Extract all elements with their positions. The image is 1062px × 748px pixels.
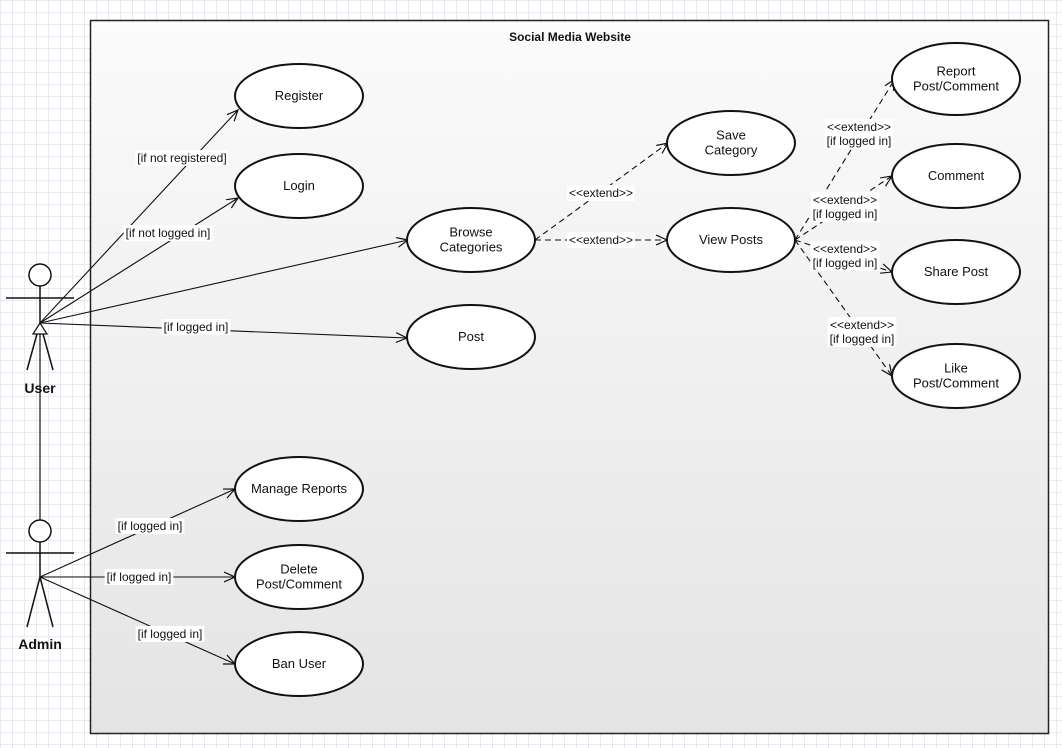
use-case-label: Post/Comment xyxy=(913,376,999,391)
connector-label-text: <<extend>> xyxy=(569,233,633,247)
connector-label-extend-comment: <<extend>>[if logged in] xyxy=(810,192,880,222)
connector-label-text: [if logged in] xyxy=(107,570,172,584)
use-case-label: Comment xyxy=(928,168,985,183)
connector-label-text: [if not logged in] xyxy=(126,226,211,240)
connector-label-text: [if logged in] xyxy=(118,519,183,533)
connector-label-text: <<extend>> xyxy=(813,242,877,256)
connector-label-extend-like: <<extend>>[if logged in] xyxy=(827,317,897,347)
use-case-label: Categories xyxy=(440,240,503,255)
connector-label-text: [if logged in] xyxy=(830,332,895,346)
use-case-label: Register xyxy=(275,88,324,103)
use-case-label: Category xyxy=(705,143,758,158)
use-case-label: Delete xyxy=(280,562,318,577)
use-case-label: Ban User xyxy=(272,656,327,671)
use-case-label: View Posts xyxy=(699,232,764,247)
connector-label-admin-delete: [if logged in] xyxy=(104,569,174,585)
use-case-label: Like xyxy=(944,361,968,376)
use-case-post[interactable]: Post xyxy=(406,304,536,370)
connector-label-text: [if not registered] xyxy=(137,151,226,165)
assoc-user-login xyxy=(39,197,240,324)
connector-label-text: [if logged in] xyxy=(813,256,878,270)
connector-label-text: [if logged in] xyxy=(827,134,892,148)
use-case-label: Share Post xyxy=(924,264,989,279)
connector-label-text: <<extend>> xyxy=(830,318,894,332)
use-case-label: Manage Reports xyxy=(251,481,348,496)
connector-label-text: <<extend>> xyxy=(827,120,891,134)
connector-label-text: [if logged in] xyxy=(164,320,229,334)
connector-label-extend-view: <<extend>> xyxy=(566,232,636,248)
use-case-view-posts[interactable]: View Posts xyxy=(666,207,796,273)
system-title: Social Media Website xyxy=(509,30,631,44)
use-case-share-post[interactable]: Share Post xyxy=(891,239,1021,305)
use-case-manage-reports[interactable]: Manage Reports xyxy=(234,456,364,522)
use-cases: RegisterLoginBrowseCategoriesPostSaveCat… xyxy=(234,42,1021,697)
use-case-label: Login xyxy=(283,178,315,193)
connector-label-text: [if logged in] xyxy=(813,207,878,221)
connector-label-text: <<extend>> xyxy=(569,186,633,200)
connector-label-if-not-logged-in: [if not logged in] xyxy=(123,225,213,241)
connector-label-text: <<extend>> xyxy=(813,193,877,207)
use-case-label: Post xyxy=(458,329,484,344)
generalization-arrowhead xyxy=(31,321,49,335)
assoc-user-register xyxy=(39,108,240,324)
actor-admin-label: Admin xyxy=(18,636,62,652)
admin-actor-figure[interactable] xyxy=(6,519,74,628)
use-case-comment[interactable]: Comment xyxy=(891,143,1021,209)
use-case-label: Browse xyxy=(449,225,492,240)
use-case-label: Post/Comment xyxy=(913,79,999,94)
connector-label-admin-ban: [if logged in] xyxy=(135,626,205,642)
connector-label-extend-save: <<extend>> xyxy=(566,185,636,201)
use-case-label: Post/Comment xyxy=(256,577,342,592)
connector-label-extend-report: <<extend>>[if logged in] xyxy=(824,119,894,149)
connector-label-text: [if logged in] xyxy=(138,627,203,641)
use-case-login[interactable]: Login xyxy=(234,153,364,219)
connector-label-extend-share: <<extend>>[if logged in] xyxy=(810,241,880,271)
use-case-ban-user[interactable]: Ban User xyxy=(234,631,364,697)
connector-label-user-post: [if logged in] xyxy=(161,319,231,335)
use-case-label: Report xyxy=(936,64,975,79)
use-case-label: Save xyxy=(716,128,746,143)
connector-label-admin-manage: [if logged in] xyxy=(115,518,185,534)
connector-label-if-not-registered: [if not registered] xyxy=(135,150,229,166)
use-case-register[interactable]: Register xyxy=(234,63,364,129)
connector-labels: [if not registered] [if not logged in] [if… xyxy=(104,119,897,642)
